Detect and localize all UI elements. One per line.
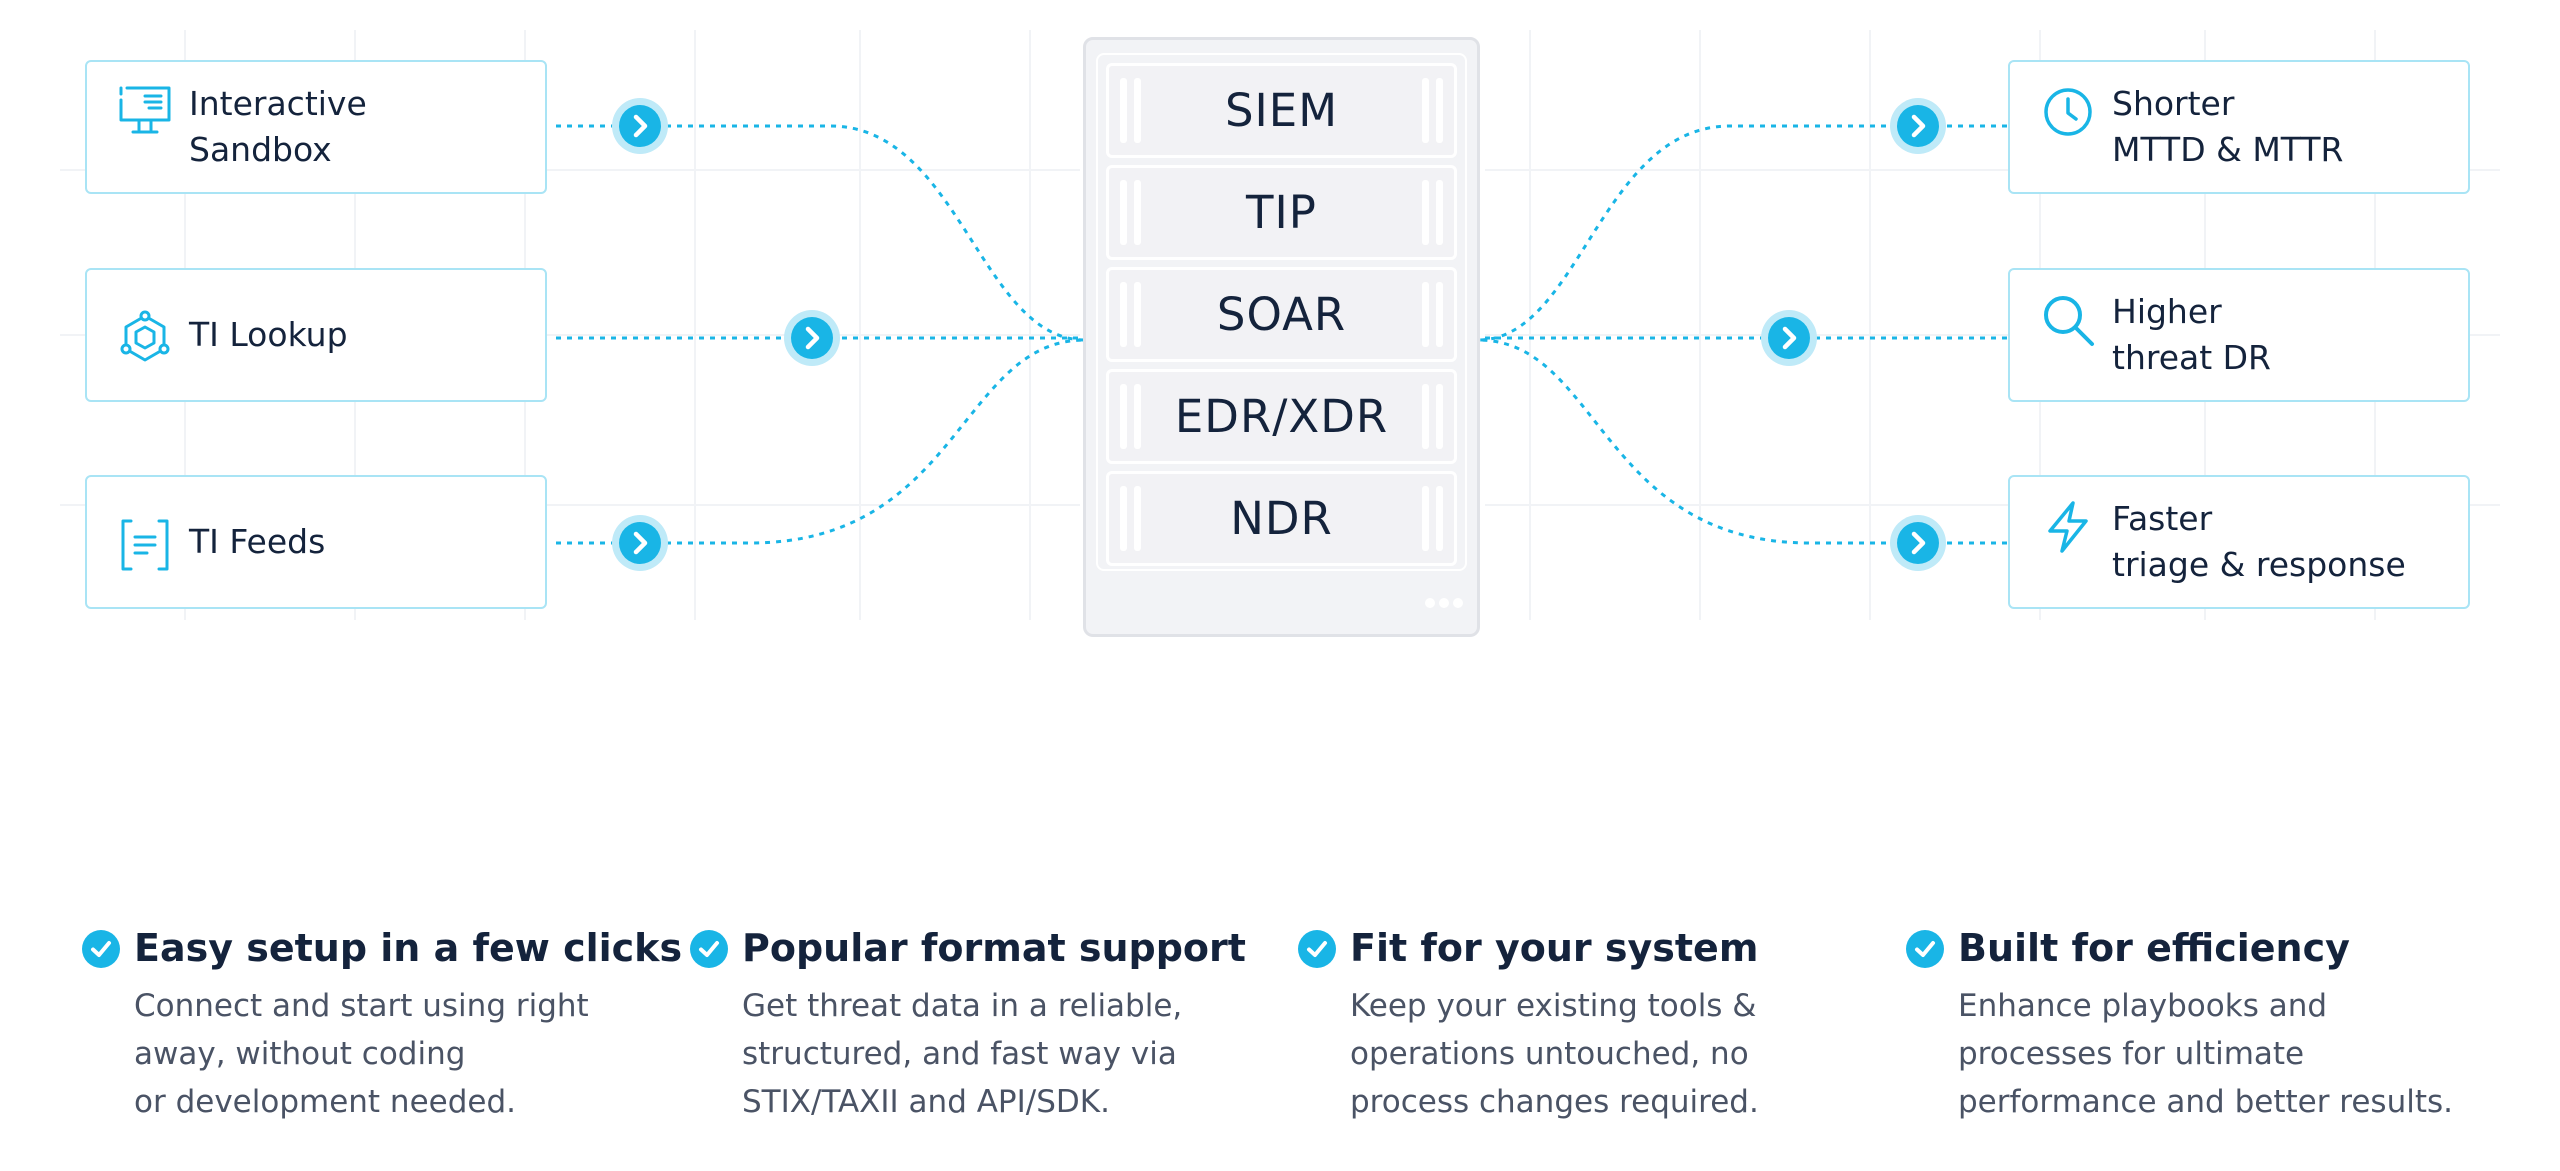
integration-server: SIEM TIP SOAR EDR/XDR NDR [1083,37,1480,637]
lightning-icon [2048,501,2088,553]
check-circle-icon [1298,930,1336,968]
check-circle-icon [690,930,728,968]
check-circle-icon [1906,930,1944,968]
hexagon-network-icon [120,310,170,362]
input-label: TI Feeds [189,522,326,561]
server-slot-tip: TIP [1106,165,1457,260]
feature-title: Built for efficiency [1958,926,2350,970]
input-box-feeds: TI Feeds [85,475,547,609]
monitor-icon [119,86,171,134]
input-label: TI Lookup [189,315,348,354]
check-circle-icon [82,930,120,968]
server-rack: SIEM TIP SOAR EDR/XDR NDR [1096,53,1467,571]
arrow-circle-icon [1890,515,1946,571]
server-slot-ndr: NDR [1106,471,1457,566]
feature-title: Popular format support [742,926,1246,970]
arrow-circle-icon [1761,310,1817,366]
server-slot-soar: SOAR [1106,267,1457,362]
feature-title: Easy setup in a few clicks [134,926,683,970]
connector-triage [1477,338,2007,545]
arrow-circle-icon [784,310,840,366]
arrow-circle-icon [1890,98,1946,154]
feature-description: Get threat data in a reliable,structured… [742,988,1183,1120]
server-slot-siem: SIEM [1106,63,1457,158]
arrow-circle-icon [612,515,668,571]
arrow-markers [612,98,1946,571]
document-feed-icon [121,519,169,571]
input-box-lookup: TI Lookup [85,268,547,402]
connector-mttd [1477,124,2007,342]
connector-lines [556,98,2007,571]
server-indicator-dots [1425,598,1463,608]
clock-icon [2044,88,2092,136]
server-slot-edr-xdr: EDR/XDR [1106,369,1457,464]
connector-sandbox [556,124,1086,342]
arrow-circle-icon [612,98,668,154]
magnifier-icon [2044,296,2094,346]
feature-description: Keep your existing tools &operations unt… [1350,988,1759,1120]
connector-feeds [556,338,1086,545]
feature-title: Fit for your system [1350,926,1759,970]
